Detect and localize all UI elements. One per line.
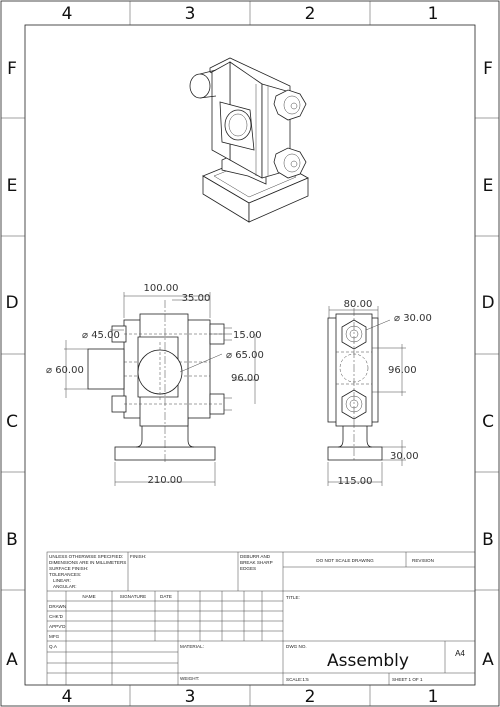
- zone-col-top-2: 2: [305, 4, 316, 24]
- zone-row-left-C: C: [6, 412, 18, 432]
- zone-col-top-1: 1: [428, 4, 439, 24]
- tb-role-appvd: APPV'D: [49, 624, 66, 629]
- isometric-view: [189, 57, 309, 223]
- tb-role-mfg: MFG: [49, 634, 60, 639]
- dim-96-side: 96.00: [388, 365, 417, 376]
- dim-30: 30.00: [390, 451, 419, 462]
- zone-col-bottom-2: 2: [305, 687, 316, 707]
- dim-96-front: 96.00: [231, 373, 260, 384]
- tb-weight: WEIGHT:: [180, 676, 199, 681]
- dim-100: 100.00: [144, 283, 179, 294]
- zone-row-left-A: A: [6, 650, 18, 670]
- tb-deburr-1: DEBURR AND: [240, 554, 271, 559]
- dim-dia-45: ⌀ 45.00: [82, 330, 120, 341]
- tb-dwg-no: DWG NO.: [286, 644, 307, 649]
- tb-scale: SCALE:1:5: [286, 677, 309, 682]
- dim-dia-60: ⌀ 60.00: [46, 365, 84, 376]
- dim-210: 210.00: [148, 475, 183, 486]
- tb-finish: FINISH:: [130, 554, 146, 559]
- zone-col-top-4: 4: [62, 4, 73, 24]
- dim-15: 15.00: [233, 330, 262, 341]
- front-view: [64, 292, 258, 486]
- tb-header-name: NAME: [82, 594, 95, 599]
- dim-dia-65: ⌀ 65.00: [226, 350, 264, 361]
- tb-size: A4: [455, 649, 465, 658]
- dim-115: 115.00: [338, 476, 373, 487]
- tb-header-signature: SIGNATURE: [120, 594, 146, 599]
- zone-col-bottom-4: 4: [62, 687, 73, 707]
- zone-col-bottom-1: 1: [428, 687, 439, 707]
- tb-note-5: LINEAR:: [53, 578, 71, 583]
- tb-revision: REVISION: [412, 558, 434, 563]
- title-block: [46, 551, 476, 686]
- zone-row-left-E: E: [7, 176, 18, 196]
- tb-role-chkd: CHK'D: [49, 614, 64, 619]
- zone-col-bottom-3: 3: [185, 687, 196, 707]
- tb-role-qa: Q.A: [49, 644, 58, 649]
- tb-drawing-title: Assembly: [327, 651, 409, 671]
- tb-deburr-3: EDGES: [240, 566, 256, 571]
- dim-dia-30: ⌀ 30.00: [394, 313, 432, 324]
- dim-35: 35.00: [182, 293, 211, 304]
- side-view: [327, 306, 406, 486]
- zone-row-left-B: B: [6, 530, 18, 550]
- dim-80: 80.00: [344, 299, 373, 310]
- zone-row-left-F: F: [7, 59, 17, 79]
- zone-row-right-E: E: [483, 176, 494, 196]
- zone-row-left-D: D: [5, 293, 18, 313]
- zone-row-right-B: B: [482, 530, 494, 550]
- tb-note-3: SURFACE FINISH:: [49, 566, 88, 571]
- zone-row-right-A: A: [482, 650, 494, 670]
- tb-sheet: SHEET 1 OF 1: [392, 677, 423, 682]
- tb-note-4: TOLERANCES:: [49, 572, 81, 577]
- zone-row-right-C: C: [482, 412, 494, 432]
- tb-note-1: UNLESS OTHERWISE SPECIFIED:: [49, 554, 123, 559]
- tb-role-drawn: DRAWN: [49, 604, 66, 609]
- tb-material: MATERIAL:: [180, 644, 204, 649]
- tb-note-2: DIMENSIONS ARE IN MILLIMETERS: [49, 560, 126, 565]
- zone-row-right-F: F: [483, 59, 493, 79]
- zone-row-right-D: D: [481, 293, 494, 313]
- tb-title-label: TITLE:: [286, 595, 300, 600]
- tb-deburr-2: BREAK SHARP: [240, 560, 273, 565]
- tb-do-not-scale: DO NOT SCALE DRAWING: [316, 558, 374, 563]
- tb-note-6: ANGULAR:: [53, 584, 77, 589]
- tb-header-date: DATE: [160, 594, 172, 599]
- zone-col-top-3: 3: [185, 4, 196, 24]
